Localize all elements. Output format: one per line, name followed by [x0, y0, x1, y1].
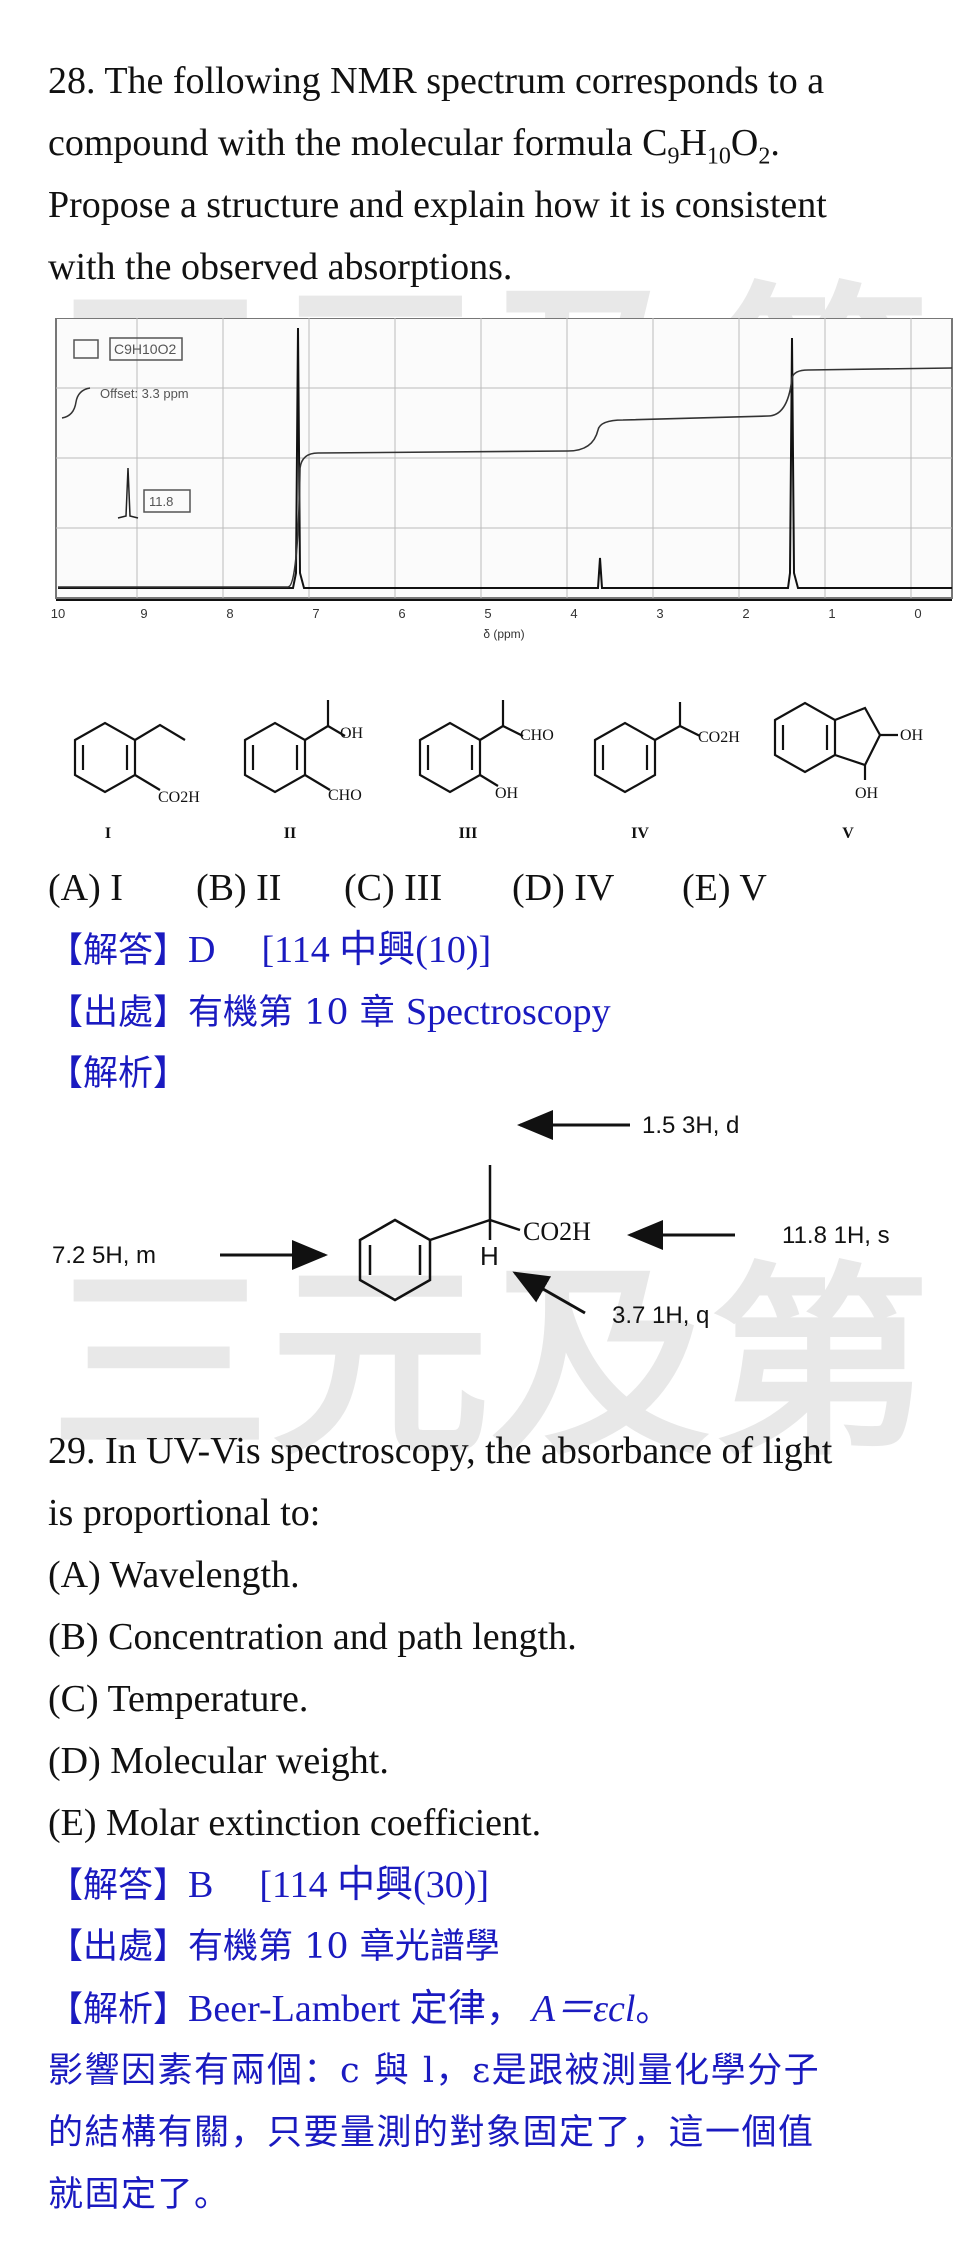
tick: 1: [828, 606, 835, 621]
phenyl-ring: [358, 1165, 521, 1302]
q29-analysis: 【解析】Beer-Lambert 定律，A＝εcl。: [48, 1988, 671, 2030]
structure-iii: [418, 700, 524, 794]
structure-iii-group-1: CHO: [520, 727, 554, 744]
legend-formula: C9H10O2: [114, 341, 176, 357]
q28-stem-line-2: compound with the molecular formula C9H1…: [48, 122, 780, 170]
inset-peak: [117, 467, 139, 519]
q29-option-b[interactable]: (B) Concentration and path length.: [48, 1616, 577, 1658]
q29-option-d[interactable]: (D) Molecular weight.: [48, 1740, 389, 1782]
q29-explain-line-2: 的結構有關，只要量測的對象固定了，這一個值: [48, 2113, 815, 2153]
q28-answer: 【解答】D[114 中興(10)]: [48, 929, 492, 971]
q29-option-e[interactable]: (E) Molar extinction coefficient.: [48, 1802, 542, 1844]
structure-v-label: V: [842, 825, 854, 842]
candidate-structures: CO2H OH CHO CHO OH CO2H OH OH I II III I…: [73, 700, 924, 842]
structure-ii-group-2: CHO: [328, 787, 362, 804]
offset-label: Offset: 3.3 ppm: [100, 386, 189, 401]
annotation-aromatic: 7.2 5H, m: [52, 1242, 156, 1269]
arrow-methine: [512, 1271, 586, 1315]
option-b[interactable]: (B) II: [196, 867, 282, 909]
structure-v-group-1: OH: [900, 727, 924, 744]
tick: 10: [51, 606, 65, 621]
peak-label: 11.8: [149, 494, 173, 509]
option-e[interactable]: (E) V: [682, 867, 767, 909]
q28-options: (A) I (B) II (C) III (D) IV (E) V: [48, 857, 767, 919]
q29-stem-line-1: 29. In UV-Vis spectroscopy, the absorban…: [48, 1430, 833, 1472]
nmr-spectrum: C9H10O2 Offset: 3.3 ppm 11.8 10 9 8 7 6 …: [51, 318, 953, 641]
option-a[interactable]: (A) I: [48, 867, 123, 909]
q29-answer: 【解答】B[114 中興(30)]: [48, 1864, 490, 1906]
tick: 0: [914, 606, 921, 621]
structure-i-group: CO2H: [158, 789, 200, 806]
option-d[interactable]: (D) IV: [512, 867, 615, 909]
q28-stem-line-4: with the observed absorptions.: [48, 246, 513, 288]
structure-iv-label: IV: [631, 825, 649, 842]
q29-option-a[interactable]: (A) Wavelength.: [48, 1554, 300, 1596]
formula-box: [109, 337, 183, 361]
tick: 5: [484, 606, 491, 621]
annotated-structure: CO2H H 1.5 3H, d 11.8 1H, s 3.7 1H, q 7.…: [52, 1110, 890, 1329]
option-c[interactable]: (C) III: [344, 867, 443, 909]
integration-curve: [58, 367, 953, 588]
tick: 6: [398, 606, 405, 621]
tick: 4: [570, 606, 577, 621]
annotation-methine: 3.7 1H, q: [612, 1302, 709, 1329]
structure-iii-group-2: OH: [495, 785, 519, 802]
tick: 3: [656, 606, 663, 621]
spectrum-trace: [58, 327, 952, 589]
structure-i-label: I: [105, 825, 111, 842]
annotation-methyl: 1.5 3H, d: [642, 1112, 739, 1139]
structure-ii: [243, 700, 346, 794]
q28-source: 【出處】有機第 10 章 Spectroscopy: [48, 991, 611, 1033]
annotation-acid: 11.8 1H, s: [782, 1222, 890, 1249]
q28-stem-line-1: 28. The following NMR spectrum correspon…: [48, 60, 825, 102]
legend-box: [73, 339, 99, 359]
structure-iv: [593, 702, 701, 794]
structure-i: [73, 721, 186, 794]
q29-explain-line-1: 影響因素有兩個：c 與 l，ε是跟被測量化學分子: [48, 2051, 821, 2091]
structure-ii-label: II: [284, 825, 296, 842]
spectrum-grid: [56, 318, 952, 598]
q29-stem-line-2: is proportional to:: [48, 1492, 321, 1534]
axis-label: δ (ppm): [483, 627, 524, 641]
alpha-hydrogen: H: [480, 1241, 499, 1271]
carboxyl-group: CO2H: [523, 1217, 591, 1246]
structure-v: [773, 701, 898, 780]
tick: 7: [312, 606, 319, 621]
tick: 2: [742, 606, 749, 621]
q28-stem-line-3: Propose a structure and explain how it i…: [48, 184, 827, 226]
q29-explain-line-3: 就固定了。: [48, 2175, 231, 2215]
structure-ii-group-1: OH: [340, 725, 364, 742]
tick: 9: [140, 606, 147, 621]
offset-curve-icon: [61, 387, 91, 419]
axis-ticks: 10 9 8 7 6 5 4 3 2 1 0: [51, 606, 922, 621]
peak-label-box: [143, 489, 191, 513]
structure-iii-label: III: [459, 825, 478, 842]
q29-source: 【出處】有機第 10 章光譜學: [48, 1927, 500, 1967]
structure-iv-group: CO2H: [698, 729, 740, 746]
structure-v-group-2: OH: [855, 785, 879, 802]
q29-option-c[interactable]: (C) Temperature.: [48, 1678, 309, 1720]
q28-analysis-label: 【解析】: [48, 1054, 189, 1094]
tick: 8: [226, 606, 233, 621]
